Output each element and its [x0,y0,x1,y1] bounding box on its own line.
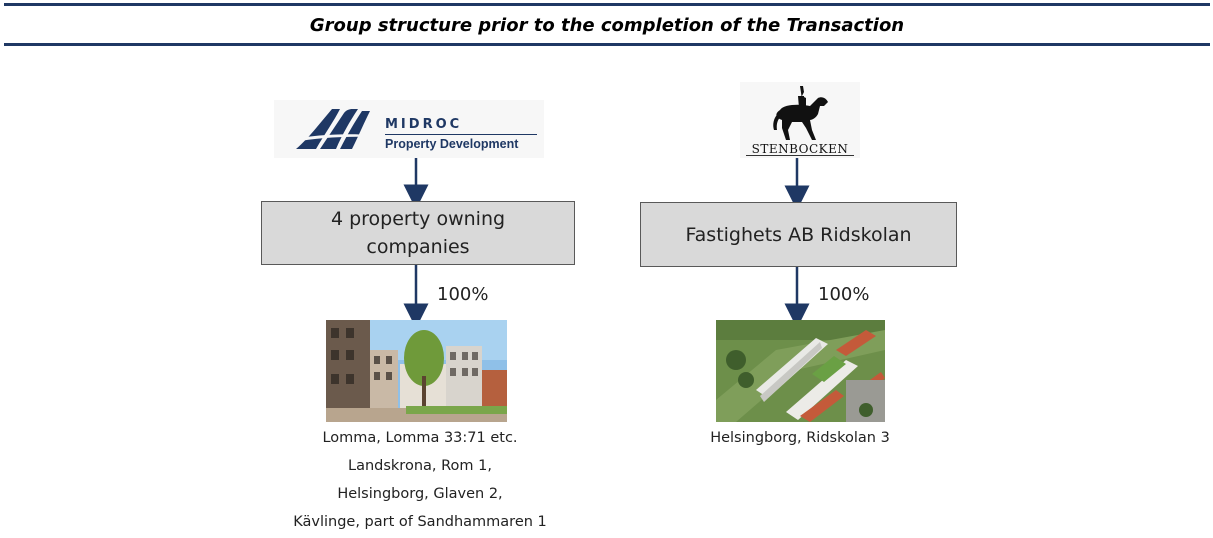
midroc-name: MIDROC [385,117,463,132]
list-item: Landskrona, Rom 1, [348,458,492,474]
property-companies-label-line-1: 4 property owning [330,208,506,230]
midroc-m-icon [294,109,372,149]
list-item: Helsingborg, Ridskolan 3 [710,430,890,446]
midroc-subtitle: Property Development [385,137,519,151]
list-item: Kävlinge, part of Sandhammaren 1 [293,514,547,530]
title-band: Group structure prior to the completion … [4,3,1210,46]
stenbocken-name: STENBOCKEN [751,142,849,156]
property-companies-label-line-2: companies [366,236,470,258]
horse-rider-icon [773,86,828,140]
right-property-list: Helsingborg, Ridskolan 3 [680,424,920,452]
midroc-divider [385,134,537,135]
midroc-logo: MIDROC Property Development [274,100,544,158]
ownership-label-left: 100% [437,284,489,305]
list-item: Lomma, Lomma 33:71 etc. [322,430,518,446]
list-item: Helsingborg, Glaven 2, [337,486,503,502]
ownership-label-right: 100% [818,284,870,305]
left-property-list: Lomma, Lomma 33:71 etc. Landskrona, Rom … [270,424,570,536]
aerial-residential-complex-photo [716,320,885,422]
page-title: Group structure prior to the completion … [309,15,905,36]
ridskolan-box: Fastighets AB Ridskolan [640,202,957,267]
property-companies-box: 4 property owning companies [261,201,575,265]
urban-residential-buildings-photo [326,320,507,422]
ridskolan-label: Fastighets AB Ridskolan [685,223,912,246]
stenbocken-rule [746,155,854,156]
stenbocken-logo: STENBOCKEN [740,82,860,158]
